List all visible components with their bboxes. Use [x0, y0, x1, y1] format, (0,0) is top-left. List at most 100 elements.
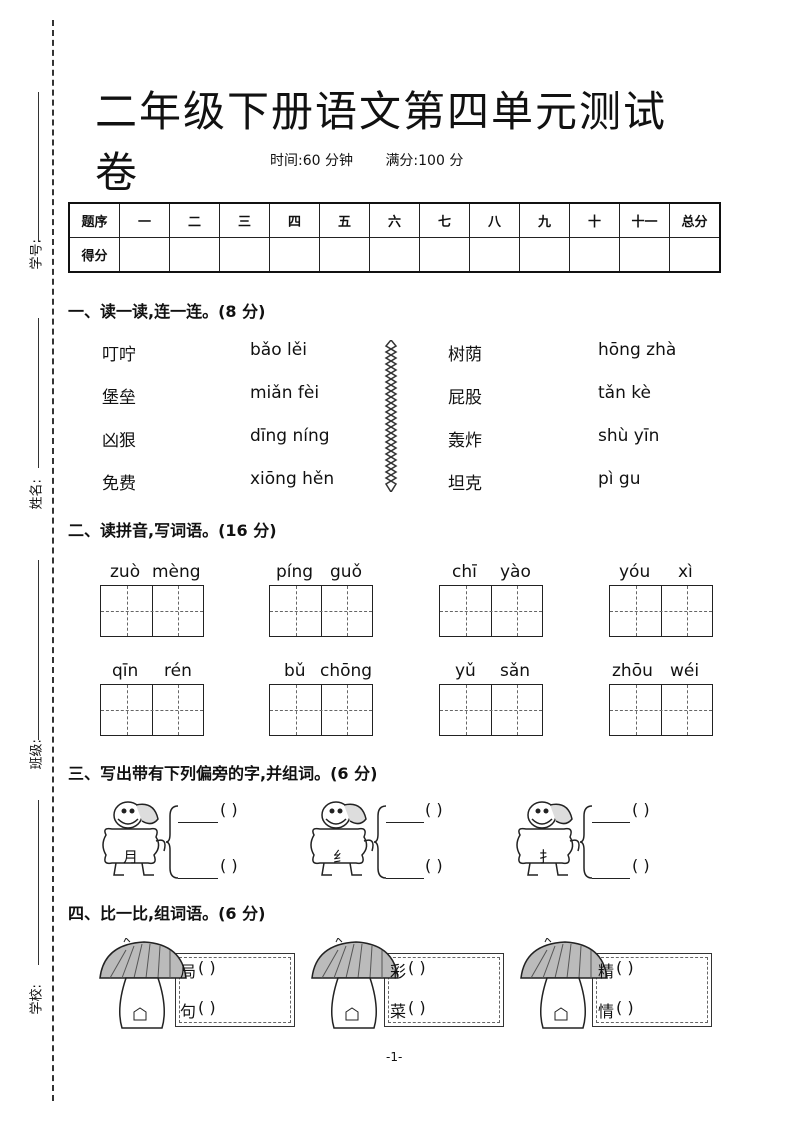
word-blank[interactable]: ( ) — [408, 998, 426, 1017]
word-blank[interactable]: ( ) — [220, 856, 238, 875]
right-word[interactable]: 屁股 — [448, 388, 482, 408]
pinyin-syllable: chōng — [320, 661, 373, 681]
score-entry-cell[interactable] — [369, 237, 420, 273]
table-cell: 总分 — [669, 202, 721, 238]
writing-grid[interactable] — [439, 684, 543, 736]
answer-line[interactable] — [386, 878, 424, 879]
word-blank[interactable]: ( ) — [198, 958, 216, 977]
answer-line[interactable] — [178, 822, 218, 823]
pinyin-syllable: bǔ — [284, 661, 306, 681]
right-pinyin[interactable]: tǎn kè — [598, 383, 651, 403]
word-blank[interactable]: ( ) — [220, 800, 238, 819]
score-entry-cell[interactable] — [319, 237, 370, 273]
right-pinyin[interactable]: shù yīn — [598, 426, 660, 446]
score-entry-cell[interactable] — [619, 237, 670, 273]
school-label: 学校: — [29, 984, 45, 1015]
student-no-label: 学号: — [29, 239, 45, 270]
word-blank[interactable]: ( ) — [632, 856, 650, 875]
writing-grid[interactable] — [269, 684, 373, 736]
writing-grid[interactable] — [609, 585, 713, 637]
score-entry-cell[interactable] — [169, 237, 220, 273]
word-box — [175, 953, 295, 1027]
right-pinyin[interactable]: pì gu — [598, 469, 641, 489]
answer-line[interactable] — [178, 878, 218, 879]
left-pinyin[interactable]: bǎo lěi — [250, 340, 307, 360]
pinyin-syllable: yǔ — [455, 661, 476, 681]
word-blank[interactable]: ( ) — [616, 998, 634, 1017]
mushroom-icon — [99, 938, 187, 1029]
divider-zigzag — [384, 340, 398, 492]
compare-char: 局 — [180, 962, 197, 981]
writing-grid[interactable] — [100, 585, 204, 637]
radical-label: 纟 — [333, 848, 349, 866]
page-number: -1- — [386, 1050, 403, 1064]
score-entry-cell[interactable] — [419, 237, 470, 273]
compare-char: 彩 — [390, 962, 407, 981]
word-blank[interactable]: ( ) — [425, 856, 443, 875]
exam-info: 时间:60 分钟 满分:100 分 — [270, 150, 491, 170]
mushroom-icon — [311, 938, 399, 1029]
table-cell: 得分 — [68, 237, 120, 273]
score-entry-cell[interactable] — [669, 237, 721, 273]
word-blank[interactable]: ( ) — [425, 800, 443, 819]
brace-icon — [580, 805, 593, 879]
left-word[interactable]: 叮咛 — [102, 345, 136, 365]
writing-grid[interactable] — [439, 585, 543, 637]
writing-grid[interactable] — [100, 684, 204, 736]
word-blank[interactable]: ( ) — [408, 958, 426, 977]
class-label: 班级: — [29, 739, 45, 770]
name-rule — [38, 318, 39, 468]
score-entry-cell[interactable] — [519, 237, 570, 273]
score-table-header-row: 题序 一 二 三 四 五 六 七 八 九 十 十一 总分 — [68, 202, 721, 238]
score-entry-cell[interactable] — [569, 237, 620, 273]
table-cell: 六 — [369, 202, 420, 238]
table-cell: 三 — [219, 202, 270, 238]
score-table: 题序 一 二 三 四 五 六 七 八 九 十 十一 总分 得分 — [68, 202, 721, 273]
answer-line[interactable] — [592, 878, 630, 879]
pinyin-syllable: chī — [452, 562, 477, 582]
table-cell: 四 — [269, 202, 320, 238]
right-pinyin[interactable]: hōng zhà — [598, 340, 677, 360]
class-rule — [38, 560, 39, 740]
word-blank[interactable]: ( ) — [616, 958, 634, 977]
answer-line[interactable] — [386, 822, 424, 823]
right-word[interactable]: 树荫 — [448, 345, 482, 365]
right-word[interactable]: 轰炸 — [448, 431, 482, 451]
brace-icon — [166, 805, 179, 879]
pinyin-syllable: rén — [164, 661, 192, 681]
left-word[interactable]: 免费 — [102, 474, 136, 494]
score-info: 满分:100 分 — [385, 153, 464, 169]
score-entry-cell[interactable] — [269, 237, 320, 273]
section3-title: 三、写出带有下列偏旁的字,并组词。(6 分) — [68, 764, 378, 783]
compare-char: 精 — [598, 962, 615, 981]
answer-line[interactable] — [592, 822, 630, 823]
score-entry-cell[interactable] — [219, 237, 270, 273]
score-table-score-row: 得分 — [68, 237, 721, 273]
table-cell: 十一 — [619, 202, 670, 238]
writing-grid[interactable] — [269, 585, 373, 637]
score-entry-cell[interactable] — [119, 237, 170, 273]
left-word[interactable]: 堡垒 — [102, 388, 136, 408]
score-entry-cell[interactable] — [469, 237, 520, 273]
word-box — [592, 953, 712, 1027]
binding-dashed-line — [52, 20, 54, 1101]
left-pinyin[interactable]: miǎn fèi — [250, 383, 320, 403]
dog-illustration-icon — [516, 801, 580, 876]
compare-char: 菜 — [390, 1002, 407, 1021]
time-info: 时间:60 分钟 — [270, 153, 353, 169]
table-cell: 二 — [169, 202, 220, 238]
pinyin-syllable: guǒ — [330, 562, 362, 582]
radical-label: 月 — [123, 848, 139, 866]
left-pinyin[interactable]: xiōng hěn — [250, 469, 335, 489]
pinyin-syllable: qīn — [112, 661, 139, 681]
table-cell: 一 — [119, 202, 170, 238]
radical-label: 扌 — [539, 848, 555, 866]
word-blank[interactable]: ( ) — [198, 998, 216, 1017]
left-word[interactable]: 凶狠 — [102, 431, 136, 451]
word-blank[interactable]: ( ) — [632, 800, 650, 819]
writing-grid[interactable] — [609, 684, 713, 736]
right-word[interactable]: 坦克 — [448, 474, 482, 494]
brace-icon — [374, 805, 387, 879]
pinyin-syllable: wéi — [670, 661, 700, 681]
left-pinyin[interactable]: dīng níng — [250, 426, 330, 446]
